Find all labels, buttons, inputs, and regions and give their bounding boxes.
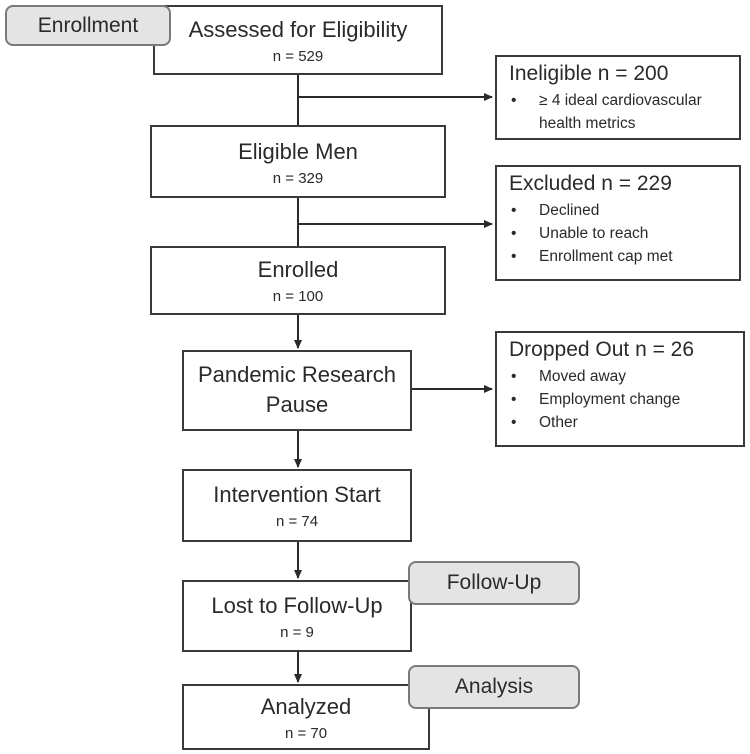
list-item: • ≥ 4 ideal cardiovascular health metric… [509, 89, 729, 135]
eligible-count: n = 329 [272, 170, 324, 187]
pandemic-pause-title-line1: Pandemic Research [197, 362, 397, 387]
bullet: • [511, 368, 517, 385]
bullet: • [511, 391, 517, 408]
intervention-count: n = 74 [275, 513, 319, 530]
excluded-item: Unable to reach [539, 225, 649, 242]
analyzed-title: Analyzed [260, 694, 352, 719]
dropped-out-title: Dropped Out n = 26 [509, 338, 695, 361]
list-item: • Other [509, 411, 733, 434]
intervention-title: Intervention Start [213, 482, 381, 507]
excluded-box: Excluded n = 229 • Declined • Unable to re… [495, 165, 741, 281]
ineligible-list: • ≥ 4 ideal cardiovascular health metric… [509, 89, 729, 135]
stage-tag-analysis: Analysis [408, 665, 580, 709]
eligible-title: Eligible Men [238, 139, 358, 164]
dropped-out-item: Other [539, 414, 578, 431]
dropped-out-box: Dropped Out n = 26 • Moved away • Employme… [495, 331, 745, 447]
ineligible-title: Ineligible n = 200 [509, 62, 669, 85]
lost-followup-count: n = 9 [280, 624, 314, 641]
bullet: • [511, 202, 517, 219]
analyzed-box: Analyzed n = 70 [182, 684, 430, 750]
bullet: • [511, 225, 517, 242]
pandemic-pause-title-line2: Pause [265, 392, 329, 417]
assessed-title: Assessed for Eligibility [188, 17, 408, 42]
bullet: • [511, 414, 517, 431]
stage-tag-enrollment: Enrollment [5, 5, 171, 46]
list-item: • Moved away [509, 365, 733, 388]
pandemic-pause-box: Pandemic Research Pause [182, 350, 412, 431]
list-item: • Unable to reach [509, 222, 729, 245]
bullet: • [511, 248, 517, 265]
dropped-out-item: Employment change [539, 391, 681, 408]
ineligible-item-line2: health metrics [539, 115, 636, 132]
excluded-item: Enrollment cap met [539, 248, 673, 265]
stage-tag-follow-up: Follow-Up [408, 561, 580, 605]
list-item: • Enrollment cap met [509, 245, 729, 268]
excluded-title: Excluded n = 229 [509, 172, 672, 195]
excluded-item: Declined [539, 202, 600, 219]
enrolled-count: n = 100 [272, 288, 324, 305]
list-item: • Employment change [509, 388, 733, 411]
eligible-box: Eligible Men n = 329 [150, 125, 446, 198]
dropped-out-list: • Moved away • Employment change • Other [509, 365, 733, 434]
lost-followup-box: Lost to Follow-Up n = 9 [182, 580, 412, 652]
ineligible-item-line1: ≥ 4 ideal cardiovascular [539, 92, 702, 109]
ineligible-item-text: ≥ 4 ideal cardiovascular health metrics [539, 89, 702, 135]
enrolled-box: Enrolled n = 100 [150, 246, 446, 315]
lost-followup-title: Lost to Follow-Up [211, 593, 383, 618]
excluded-list: • Declined • Unable to reach • Enrollment c… [509, 199, 729, 268]
ineligible-box: Ineligible n = 200 • ≥ 4 ideal cardiovas… [495, 55, 741, 140]
enrolled-title: Enrolled [257, 257, 339, 282]
analyzed-count: n = 70 [284, 725, 328, 742]
list-item: • Declined [509, 199, 729, 222]
assessed-box: Assessed for Eligibility n = 529 [153, 5, 443, 75]
assessed-count: n = 529 [272, 48, 324, 65]
dropped-out-item: Moved away [539, 368, 627, 385]
intervention-box: Intervention Start n = 74 [182, 469, 412, 542]
bullet: • [511, 92, 517, 109]
